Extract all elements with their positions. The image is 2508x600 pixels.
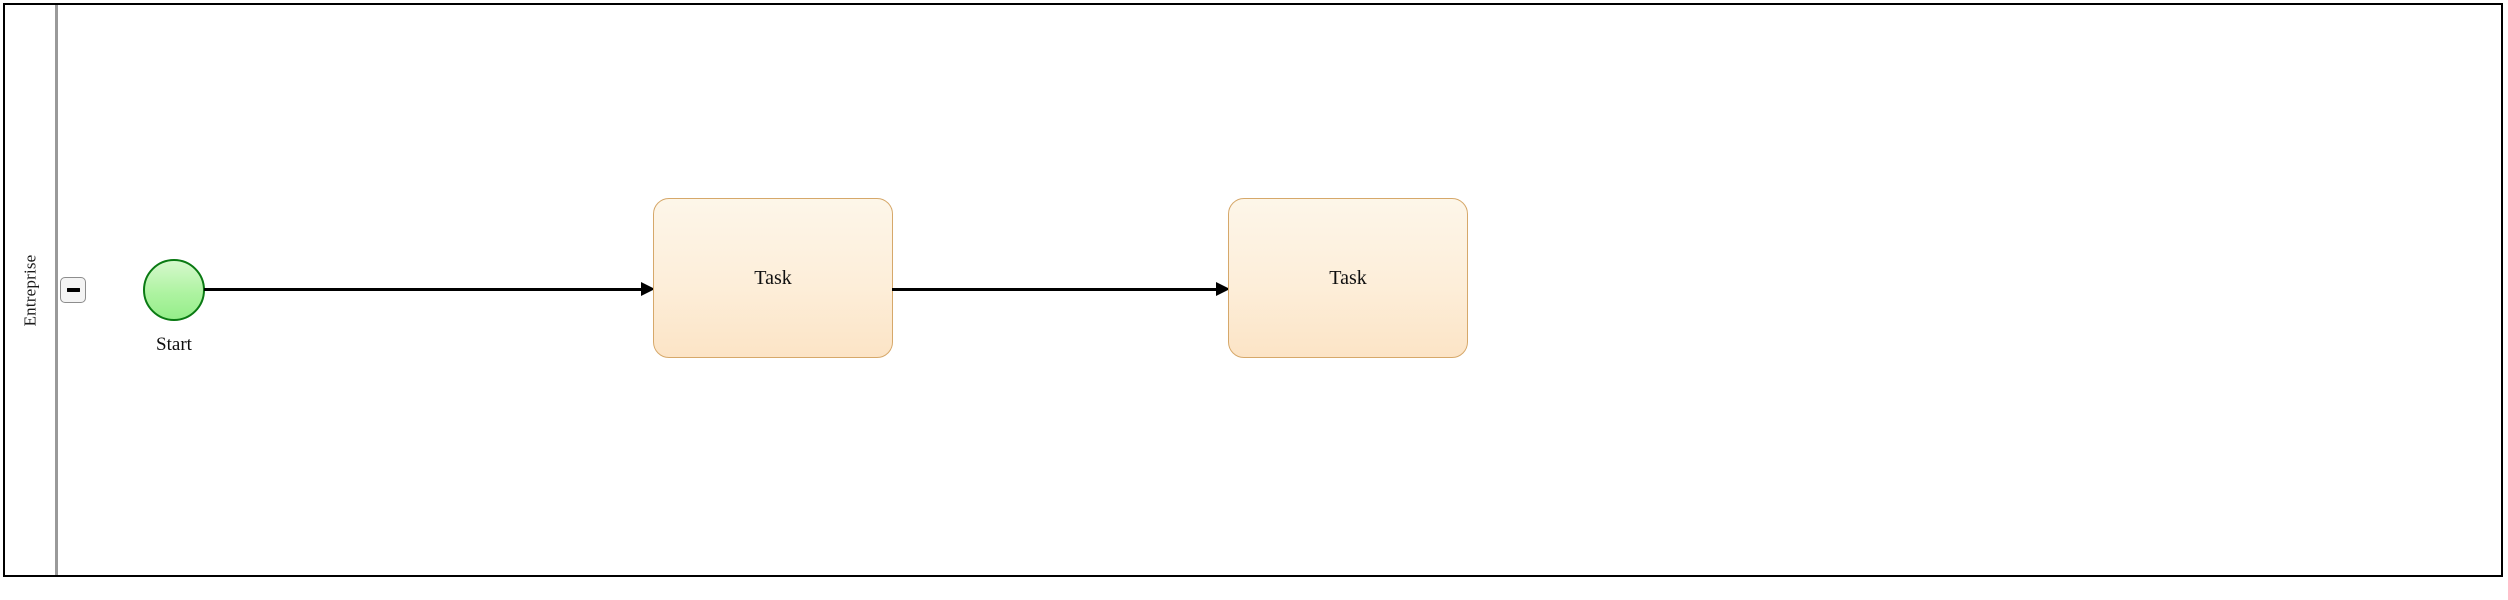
arrowhead-icon — [641, 282, 655, 296]
start-event-node[interactable] — [143, 259, 205, 321]
minus-icon — [66, 288, 80, 292]
task-label: Task — [1329, 266, 1367, 289]
task-node-2[interactable]: Task — [1228, 198, 1468, 358]
flow-line — [892, 288, 1217, 291]
task-label: Task — [754, 266, 792, 289]
lane-title-label: Entreprise — [20, 254, 40, 326]
sequence-flow-task1-to-task2[interactable] — [892, 282, 1230, 296]
sequence-flow-start-to-task1[interactable] — [204, 282, 655, 296]
arrowhead-icon — [1216, 282, 1230, 296]
start-event-label: Start — [156, 334, 192, 355]
lane-header-entreprise[interactable]: Entreprise — [5, 5, 55, 575]
flow-line — [204, 288, 642, 291]
lane-collapse-toggle-button[interactable] — [60, 277, 86, 303]
task-node-1[interactable]: Task — [653, 198, 893, 358]
lane-divider — [55, 5, 58, 575]
